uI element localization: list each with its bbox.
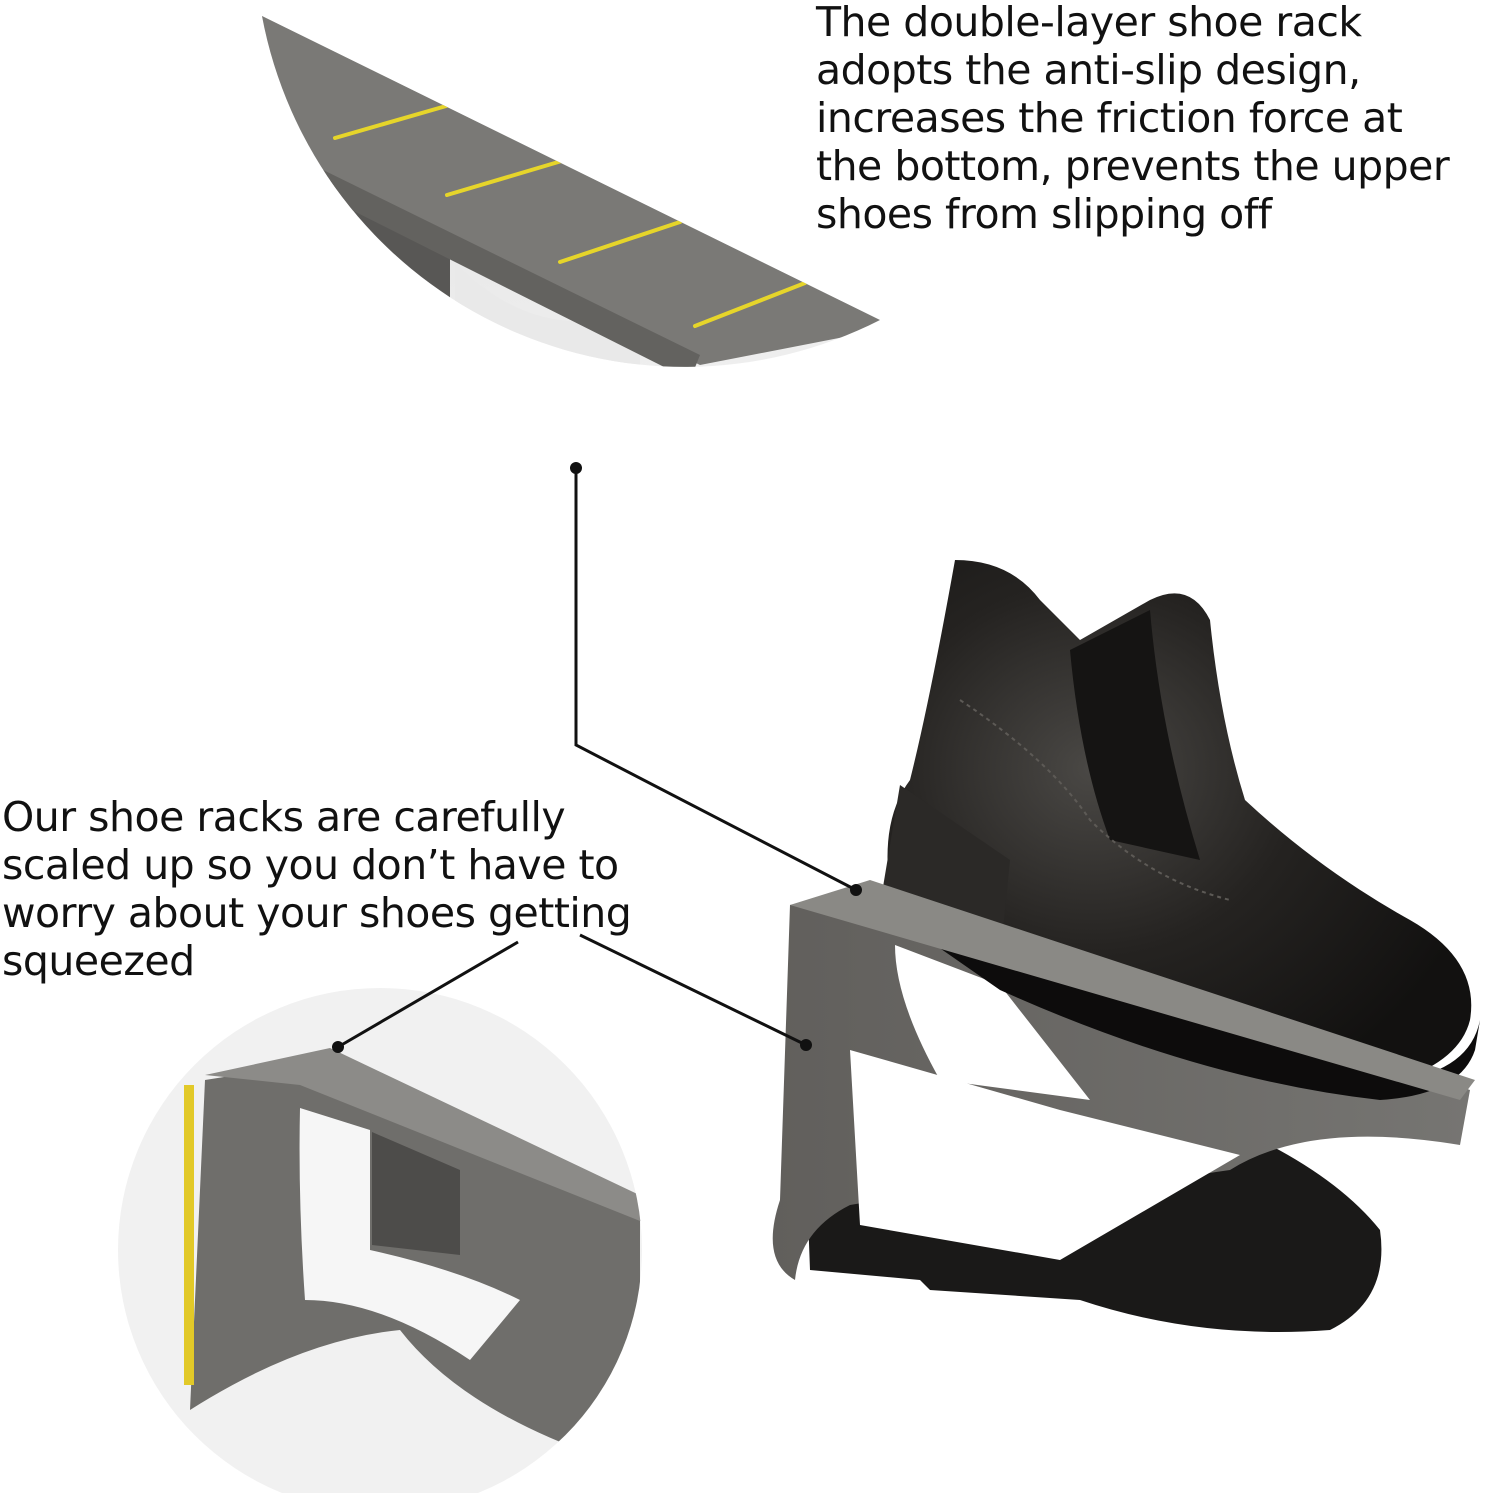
- scaled-up-caption: Our shoe racks are carefully scaled up s…: [2, 793, 702, 985]
- caption-line: adopts the anti-slip design,: [816, 46, 1361, 94]
- caption-line: scaled up so you don’t have to: [2, 841, 619, 889]
- cutout-detail-image: [118, 988, 642, 1493]
- caption-line: shoes from slipping off: [816, 190, 1272, 238]
- boots-on-rack-image: [772, 560, 1480, 1332]
- callout-leader-top: [570, 462, 862, 896]
- callout-leader-bottom: [332, 933, 812, 1053]
- caption-line: Our shoe racks are carefully: [2, 793, 566, 841]
- caption-line: squeezed: [2, 937, 195, 985]
- anti-slip-caption: The double-layer shoe rack adopts the an…: [816, 0, 1496, 238]
- caption-line: the bottom, prevents the upper: [816, 142, 1450, 190]
- caption-line: worry about your shoes getting: [2, 889, 632, 937]
- caption-line: The double-layer shoe rack: [816, 0, 1362, 46]
- caption-line: increases the friction force at: [816, 94, 1403, 142]
- anti-slip-detail-image: [262, 16, 880, 367]
